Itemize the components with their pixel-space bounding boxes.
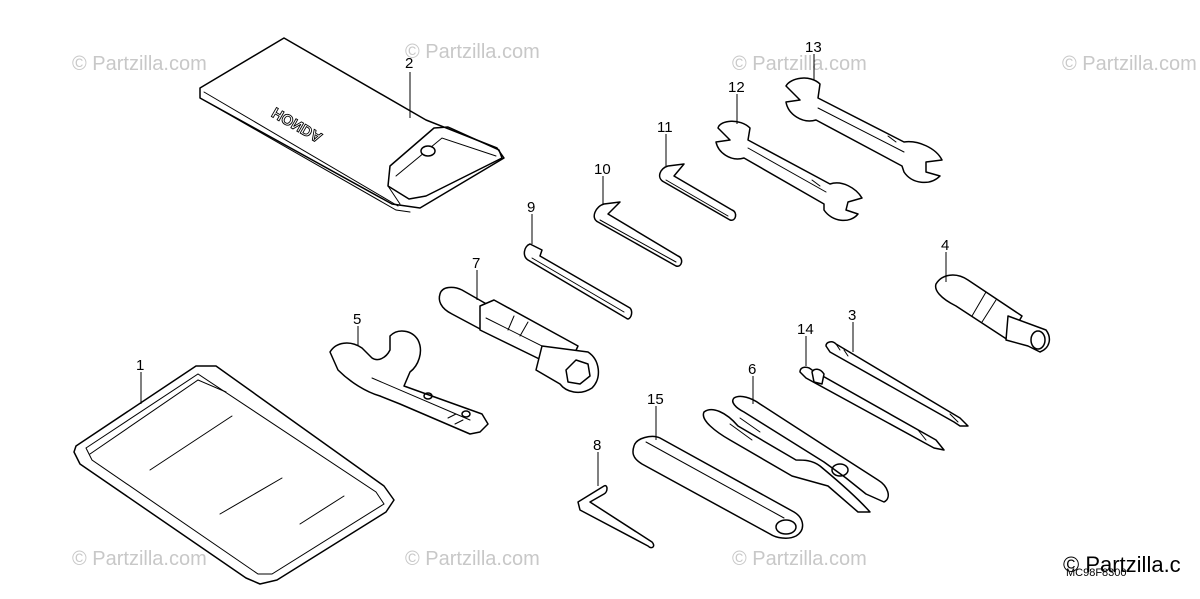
callout-3: 3 <box>848 307 856 324</box>
hex-key-icon <box>658 163 737 221</box>
callout-15: 15 <box>647 391 664 408</box>
open-end-wrench-icon <box>785 77 943 184</box>
watermark-corner: © Partzilla.c <box>1063 552 1181 577</box>
callout-7: 7 <box>472 255 480 272</box>
callout-13: 13 <box>805 39 822 56</box>
leader-lines <box>140 54 947 486</box>
screwdriver-icon <box>825 341 969 427</box>
callout-1: 1 <box>136 357 144 374</box>
callout-6: 6 <box>748 361 756 378</box>
watermark-layer: © Partzilla.com © Partzilla.com © Partzi… <box>72 41 1197 577</box>
watermark: © Partzilla.com <box>1062 53 1197 75</box>
watermark: © Partzilla.com <box>72 53 207 75</box>
plastic-pouch-icon <box>73 365 395 585</box>
callout-8: 8 <box>593 437 601 454</box>
callout-5: 5 <box>353 311 361 328</box>
diagram-code: MC98F8300 <box>1066 567 1127 579</box>
callout-14: 14 <box>797 321 814 338</box>
open-end-wrench-icon <box>715 120 863 222</box>
watermark: © Partzilla.com <box>405 548 540 570</box>
callout-9: 9 <box>527 199 535 216</box>
callout-11: 11 <box>657 119 673 136</box>
pin-spanner-icon <box>329 330 489 435</box>
watermark: © Partzilla.com <box>72 548 207 570</box>
pliers-icon <box>702 395 889 513</box>
watermark: © Partzilla.com <box>732 548 867 570</box>
socket-wrench-icon <box>438 286 600 394</box>
screwdriver-icon <box>799 366 945 451</box>
screwdriver-handle-icon <box>934 274 1051 353</box>
hex-key-icon <box>593 201 683 267</box>
tool-bag-icon: HONDA <box>199 37 505 213</box>
watermark: © Partzilla.com <box>405 41 540 63</box>
callout-10: 10 <box>594 161 611 178</box>
watermark: © Partzilla.com <box>732 53 867 75</box>
callout-2: 2 <box>405 55 413 72</box>
callout-4: 4 <box>941 237 949 254</box>
callout-labels: 1 2 3 4 5 6 7 8 9 10 11 12 13 14 15 <box>136 39 949 454</box>
hex-key-icon <box>577 484 655 549</box>
hex-key-icon <box>523 243 633 320</box>
callout-12: 12 <box>728 79 745 96</box>
extension-grip-icon <box>632 435 804 539</box>
